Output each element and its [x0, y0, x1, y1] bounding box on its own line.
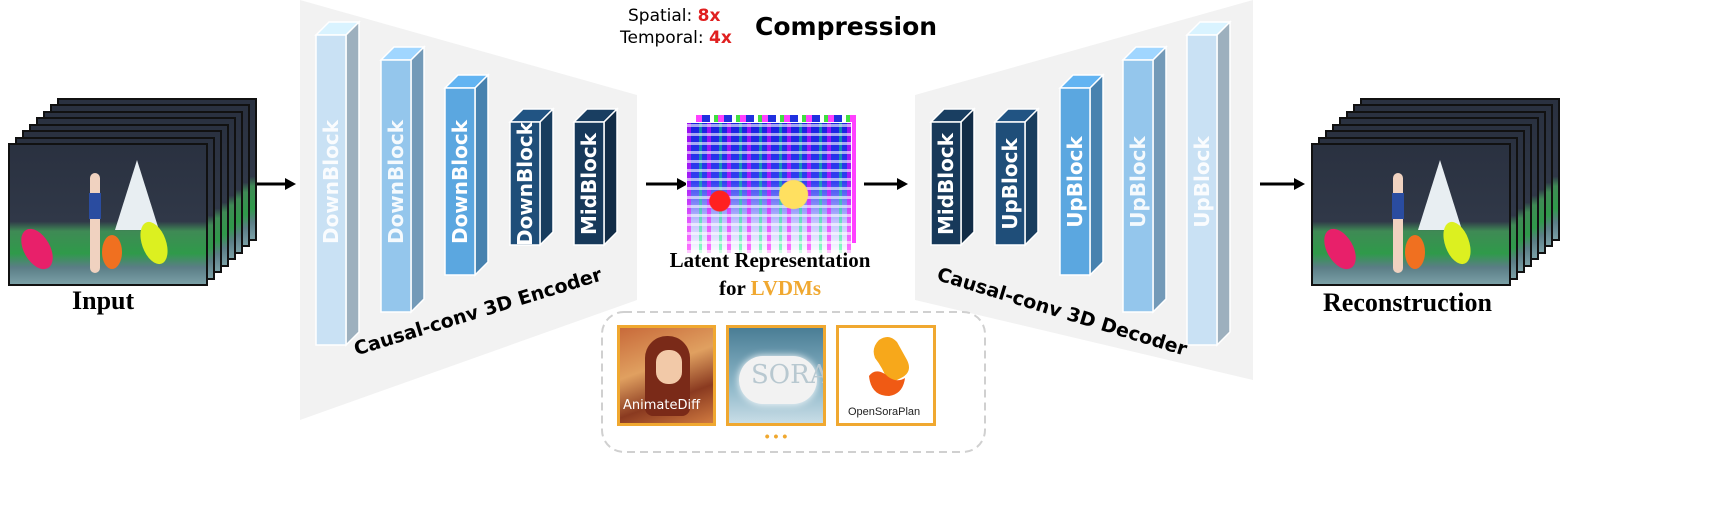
latent-label: Latent Representation: [669, 248, 871, 272]
decoder-block-3: [1058, 73, 1105, 277]
opensoraplan-logo-icon: [869, 336, 909, 396]
encoder-block-2: [379, 45, 426, 314]
latent-to-decoder-arrow: [864, 178, 908, 190]
decoder-block-3-label: UpBlock: [1063, 136, 1087, 228]
input-label: Input: [72, 286, 135, 315]
animatediff-label: AnimateDiff: [623, 398, 701, 413]
encoder-block-4-label: DownBlock: [513, 121, 537, 246]
opensoraplan-label: OpenSoraPlan: [848, 406, 921, 418]
decoder-block-5-label: UpBlock: [1190, 136, 1214, 228]
video-frame: [1311, 143, 1511, 286]
sora-label: SORA: [751, 360, 826, 390]
temporal-value: 4x: [708, 28, 732, 48]
encoder-block-3-label: DownBlock: [448, 119, 472, 245]
encoder-block-2-label: DownBlock: [384, 119, 408, 245]
reconstruction-label: Reconstruction: [1323, 288, 1492, 317]
video-frame: [8, 143, 208, 286]
encoder-block-1: [314, 20, 361, 347]
decoder-to-output-arrow: [1260, 178, 1305, 190]
latent-label-prefix: for: [718, 276, 751, 300]
opensoraplan-thumbnail: OpenSoraPlan: [836, 325, 936, 426]
encoder-block-3: [443, 73, 490, 277]
encoder-block-4: [508, 107, 555, 247]
encoder-block-5: [572, 107, 619, 247]
spatial-value: 8x: [697, 6, 721, 26]
decoder-block-1-label: MidBlock: [934, 132, 958, 235]
decoder-block-5: [1185, 20, 1232, 347]
decoder-block-4-label: UpBlock: [1126, 136, 1150, 228]
spatial-label: Spatial:: [628, 6, 693, 26]
encoder-to-latent-arrow: [646, 178, 688, 190]
decoder-block-1: [929, 107, 976, 247]
more-models-ellipsis: • • •: [764, 428, 788, 444]
latent-representation-image-front: [686, 122, 852, 254]
decoder-block-4: [1121, 45, 1168, 314]
encoder-block-5-label: MidBlock: [577, 132, 601, 235]
decoder-block-2: [993, 107, 1040, 247]
temporal-label: Temporal:: [620, 28, 704, 48]
spatial-compression: Spatial: 8x: [628, 6, 720, 26]
encoder-block-1-label: DownBlock: [319, 119, 343, 245]
lvdms-highlight: LVDMs: [750, 276, 822, 300]
latent-label-line2: for LVDMs: [719, 276, 821, 301]
decoder-block-2-label: UpBlock: [998, 137, 1022, 230]
sora-thumbnail: SORA: [726, 325, 826, 426]
models-dashed-box: [601, 311, 986, 453]
temporal-compression: Temporal: 4x: [620, 28, 732, 48]
compression-title: Compression: [755, 12, 938, 41]
animatediff-thumbnail: AnimateDiff: [617, 325, 716, 426]
